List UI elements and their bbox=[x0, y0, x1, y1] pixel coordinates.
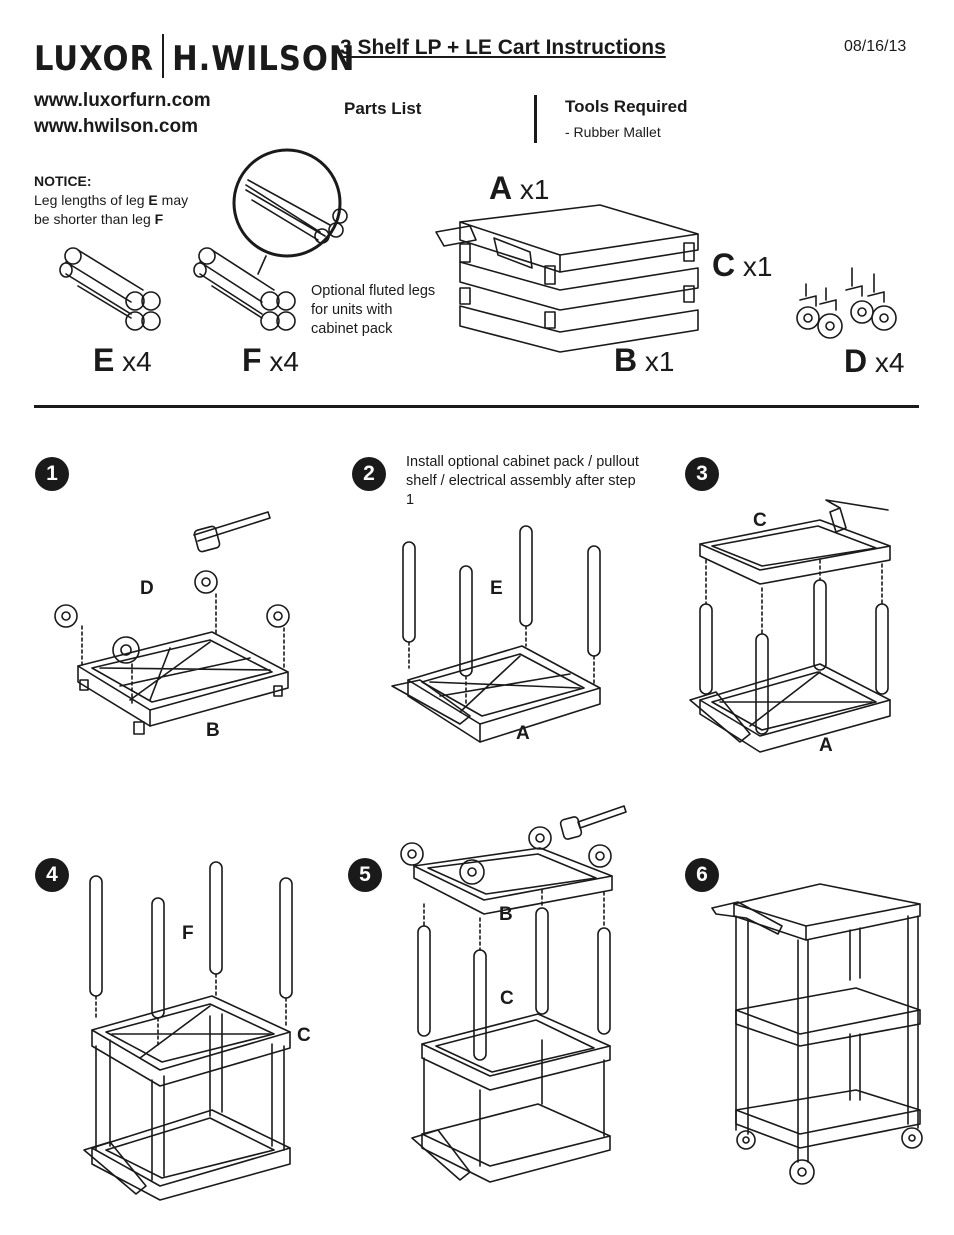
section-divider bbox=[534, 95, 537, 143]
step-2-label-a: A bbox=[516, 723, 530, 744]
optional-legs-note: Optional fluted legs for units with cabi… bbox=[311, 283, 436, 337]
step-3-marker: 3 bbox=[685, 457, 719, 491]
part-label-a: A x1 bbox=[489, 170, 549, 207]
step-6-illustration bbox=[711, 883, 923, 1185]
part-letter: C bbox=[712, 247, 736, 283]
step-5-marker: 5 bbox=[348, 858, 382, 892]
step-5-illustration bbox=[400, 805, 627, 1183]
brand-luxor: LUXOR bbox=[34, 39, 155, 79]
step-2-marker: 2 bbox=[352, 457, 386, 491]
step-2-label-e: E bbox=[490, 578, 503, 599]
part-label-c: C x1 bbox=[712, 247, 772, 284]
step-1-label-b: B bbox=[206, 720, 220, 741]
notice-block: NOTICE: Leg lengths of leg E may be shor… bbox=[34, 172, 224, 229]
notice-text: be shorter than leg bbox=[34, 211, 155, 227]
document-date: 08/16/13 bbox=[844, 38, 907, 55]
step-3-illustration bbox=[689, 499, 891, 753]
page-title: 3 Shelf LP + LE Cart Instructions bbox=[340, 36, 666, 59]
part-qty: x4 bbox=[122, 346, 152, 377]
logo-divider bbox=[162, 34, 165, 78]
step-1-illustration bbox=[54, 511, 290, 735]
part-letter: A bbox=[489, 170, 513, 206]
notice-leg-e: E bbox=[148, 192, 158, 208]
step-4-label-c: C bbox=[297, 1025, 311, 1046]
website-links: www.luxorfurn.com www.hwilson.com bbox=[34, 88, 211, 140]
step-4-marker: 4 bbox=[35, 858, 69, 892]
tools-heading: Tools Required bbox=[565, 97, 688, 116]
part-letter: E bbox=[93, 342, 115, 378]
part-letter: D bbox=[844, 343, 868, 379]
casters-illustration bbox=[796, 267, 897, 339]
part-label-d: D x4 bbox=[844, 343, 904, 380]
part-qty: x1 bbox=[519, 174, 550, 205]
part-label-e: E x4 bbox=[93, 342, 152, 379]
part-label-b: B x1 bbox=[614, 342, 674, 379]
header-divider bbox=[34, 405, 919, 408]
notice-text: Leg lengths of leg bbox=[34, 192, 149, 208]
step-2-note: Install optional cabinet pack / pullout … bbox=[406, 454, 639, 508]
parts-list-heading: Parts List bbox=[344, 99, 422, 118]
notice-leg-f: F bbox=[154, 211, 164, 227]
part-letter: F bbox=[242, 342, 262, 378]
brand-hwilson: H.WILSON bbox=[172, 39, 356, 79]
step-5-label-c: C bbox=[500, 988, 514, 1009]
step-4-label-f: F bbox=[182, 923, 194, 944]
legs-f-illustration bbox=[193, 148, 348, 331]
notice-heading: NOTICE: bbox=[34, 173, 92, 189]
part-qty: x1 bbox=[742, 251, 773, 282]
step-3-label-a: A bbox=[819, 735, 833, 756]
shelves-illustration bbox=[435, 204, 699, 353]
step-3-label-c: C bbox=[753, 510, 767, 531]
step-2-illustration bbox=[391, 525, 601, 743]
notice-text: may bbox=[157, 192, 189, 208]
step-6-marker: 6 bbox=[685, 858, 719, 892]
step-1-label-d: D bbox=[140, 578, 154, 599]
step-4-illustration bbox=[83, 861, 293, 1201]
tool-item-mallet: - Rubber Mallet bbox=[565, 124, 661, 140]
part-letter: B bbox=[614, 342, 638, 378]
brand-logo: LUXOR H.WILSON bbox=[34, 34, 356, 79]
part-qty: x1 bbox=[644, 346, 675, 377]
part-label-f: F x4 bbox=[242, 342, 299, 379]
part-qty: x4 bbox=[874, 347, 905, 378]
link-luxorfurn[interactable]: www.luxorfurn.com bbox=[34, 90, 211, 111]
legs-e-illustration bbox=[59, 247, 161, 331]
link-hwilson[interactable]: www.hwilson.com bbox=[34, 116, 198, 137]
step-1-marker: 1 bbox=[35, 457, 69, 491]
part-qty: x4 bbox=[269, 346, 299, 377]
